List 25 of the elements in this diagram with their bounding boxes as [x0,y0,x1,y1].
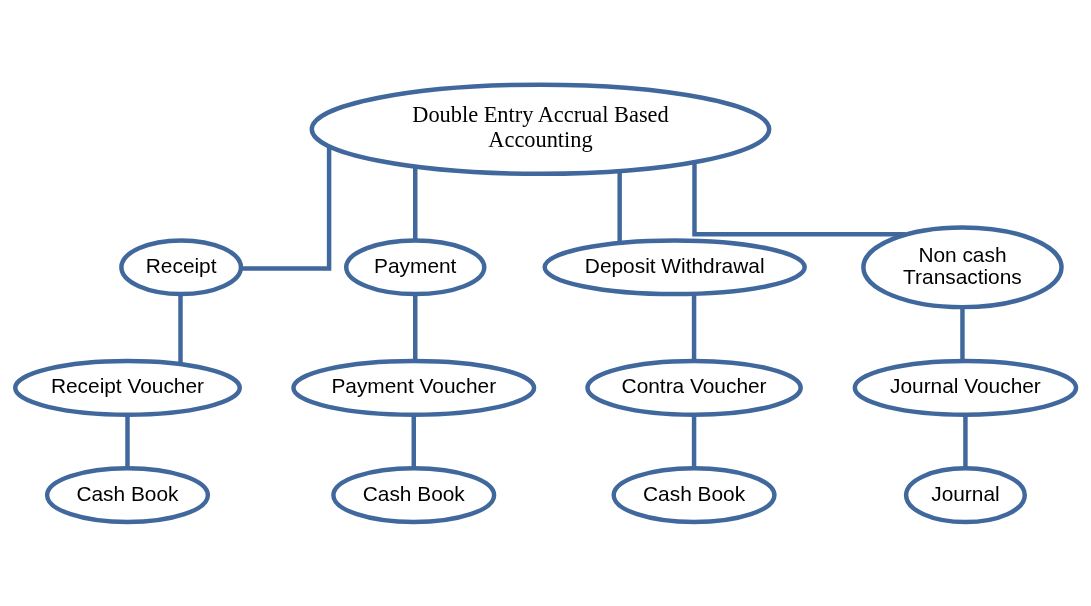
connector [241,145,332,271]
node-ellipse: Cash Book [44,465,211,524]
connector [411,414,416,468]
connector [413,166,418,240]
connector [178,294,183,364]
node-ellipse: Journal [903,465,1027,524]
node-ellipse: Payment Voucher [291,358,537,417]
node-ellipse: Non cash Transactions [861,224,1064,309]
connector [125,414,130,468]
node-ellipse: Cash Book [611,465,777,524]
node-ellipse: Deposit Withdrawal [542,237,807,296]
connector [691,414,697,468]
node-ellipse: Payment [344,237,487,296]
node-ellipse: Journal Voucher [852,358,1079,417]
connector [963,414,968,468]
connector [413,294,418,361]
node-ellipse: Contra Voucher [585,358,803,417]
connector [960,306,965,361]
connector [617,170,622,243]
node-ellipse: Cash Book [331,465,497,524]
node-ellipse: Double Entry Accrual Based Accounting [309,81,772,176]
connector [692,162,906,236]
node-ellipse: Receipt Voucher [13,358,242,417]
node-ellipse: Receipt [119,237,244,296]
connector [691,293,697,361]
